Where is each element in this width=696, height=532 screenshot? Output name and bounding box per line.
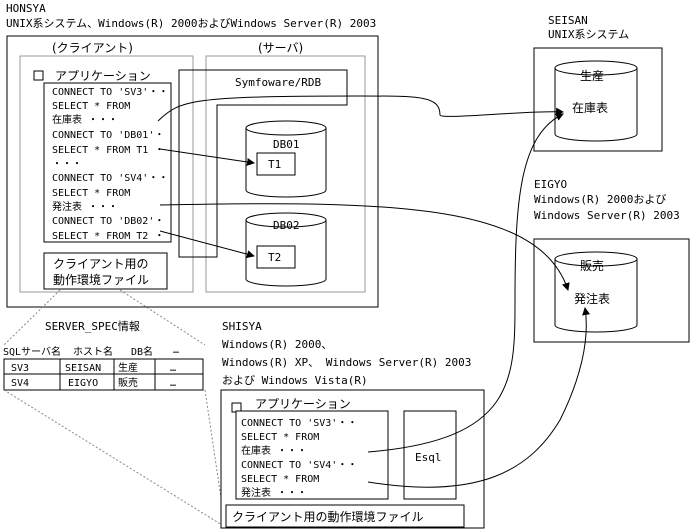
code-line: 発注表 ・・・ (52, 200, 118, 213)
table-cell: SV3 (11, 363, 29, 374)
code-line: SELECT * FROM T1 ・ (52, 145, 164, 156)
table-cell: 販売 (118, 376, 138, 389)
t1-label: T1 (268, 158, 281, 171)
server-spec-title: SERVER_SPEC情報 (45, 320, 140, 333)
server-spec-header: SQLサーバ名 (3, 345, 61, 358)
shisya-env-file (225, 504, 465, 528)
code-line: CONNECT TO 'SV4'・・ (52, 173, 168, 184)
shisya-os-line1: Windows(R) 2000、 (222, 338, 332, 351)
seisan-db-cylinder (554, 60, 638, 142)
server-spec-header: ホスト名 (73, 345, 113, 358)
arrow-honsya-to-seisan (157, 95, 564, 122)
eigyo-name: EIGYO (534, 178, 567, 191)
honsya-os: UNIX系システム、Windows(R) 2000およびWindows Serv… (6, 17, 376, 30)
arrow-shisya-to-eigyo (367, 307, 591, 488)
code-line: CONNECT TO 'SV4'・・ (241, 460, 357, 471)
symfoware-rdb-label: Symfoware/RDB (235, 76, 321, 89)
code-line: 在庫表 ・・・ (241, 444, 307, 457)
connection-arrows (157, 95, 591, 488)
server-spec-header: DB名 (131, 345, 153, 358)
table-cell: … (170, 363, 176, 374)
honsya-client-label: (クライアント) (52, 41, 133, 55)
seisan-name: SEISAN (548, 14, 588, 27)
eigyo-os-line1: Windows(R) 2000および (534, 193, 666, 206)
arrow-to-t2 (159, 230, 255, 259)
eigyo-db-name: 販売 (580, 258, 604, 273)
t1-table (256, 152, 296, 176)
esql-label: Esql (415, 451, 442, 464)
code-line: CONNECT TO 'SV3'・・ (52, 87, 168, 98)
shisya-os-line3: および Windows Vista(R) (222, 374, 368, 387)
honsya-app-box (43, 82, 172, 243)
seisan-db-name: 生産 (580, 68, 604, 83)
code-line: 発注表 ・・・ (241, 486, 307, 499)
honsya-env-file-line1: クライアント用の (53, 257, 149, 271)
code-line: ・・・ (52, 159, 82, 170)
honsya-env-file-line2: 動作環境ファイル (53, 272, 149, 287)
server-spec-header: … (173, 345, 179, 356)
code-line: CONNECT TO 'DB02'・ (52, 216, 164, 227)
db02-name: DB02 (273, 219, 300, 232)
seisan-os: UNIX系システム (548, 28, 629, 41)
code-line: CONNECT TO 'DB01'・ (52, 130, 164, 141)
eigyo-table: 発注表 (574, 291, 610, 306)
db01-name: DB01 (273, 138, 300, 151)
code-line: SELECT * FROM (241, 432, 319, 443)
eigyo-db-cylinder (554, 251, 638, 333)
code-line: SELECT * FROM T2 ・ (52, 231, 164, 242)
arrow-honsya-to-eigyo (159, 203, 570, 291)
code-line: SELECT * FROM (241, 474, 319, 485)
code-line: 在庫表 ・・・ (52, 113, 118, 126)
honsya-app-title: アプリケーション (55, 69, 151, 83)
code-line: SELECT * FROM (52, 101, 130, 112)
table-cell: SV4 (11, 378, 29, 389)
shisya-app-box (235, 410, 389, 500)
t2-table (256, 245, 296, 269)
table-cell: EIGYO (68, 378, 98, 389)
t2-label: T2 (268, 251, 281, 264)
shisya-os-line2: Windows(R) XP、 Windows Server(R) 2003 (222, 356, 471, 369)
table-cell: 生産 (118, 361, 138, 374)
code-line: SELECT * FROM (52, 188, 130, 199)
shisya-env-file-label: クライアント用の動作環境ファイル (232, 509, 424, 524)
honsya-name: HONSYA (6, 2, 46, 15)
honsya-env-file (43, 252, 168, 290)
honsya-app-code: CONNECT TO 'SV3'・・ SELECT * FROM 在庫表 ・・・… (52, 87, 168, 242)
arrow-to-t1 (159, 148, 255, 166)
honsya-server-label: (サーバ) (258, 41, 303, 55)
app-window-icon (33, 70, 44, 81)
arrow-shisya-to-seisan (367, 113, 564, 453)
esql-box (403, 410, 457, 500)
shisya-app-title: アプリケーション (255, 397, 351, 411)
shisya-name: SHISYA (222, 320, 262, 333)
table-cell: … (170, 378, 176, 389)
symfoware-rdb-outline (178, 69, 348, 258)
eigyo-os-line2: Windows Server(R) 2003 (534, 209, 680, 222)
server-spec-table: SQLサーバ名 ホスト名 DB名 … SV3 SEISAN 生産 … SV4 E… (3, 345, 204, 391)
table-cell: SEISAN (65, 363, 101, 374)
shisya-app-code: CONNECT TO 'SV3'・・ SELECT * FROM 在庫表 ・・・… (241, 418, 357, 499)
code-line: CONNECT TO 'SV3'・・ (241, 418, 357, 429)
seisan-table: 在庫表 (572, 101, 608, 115)
